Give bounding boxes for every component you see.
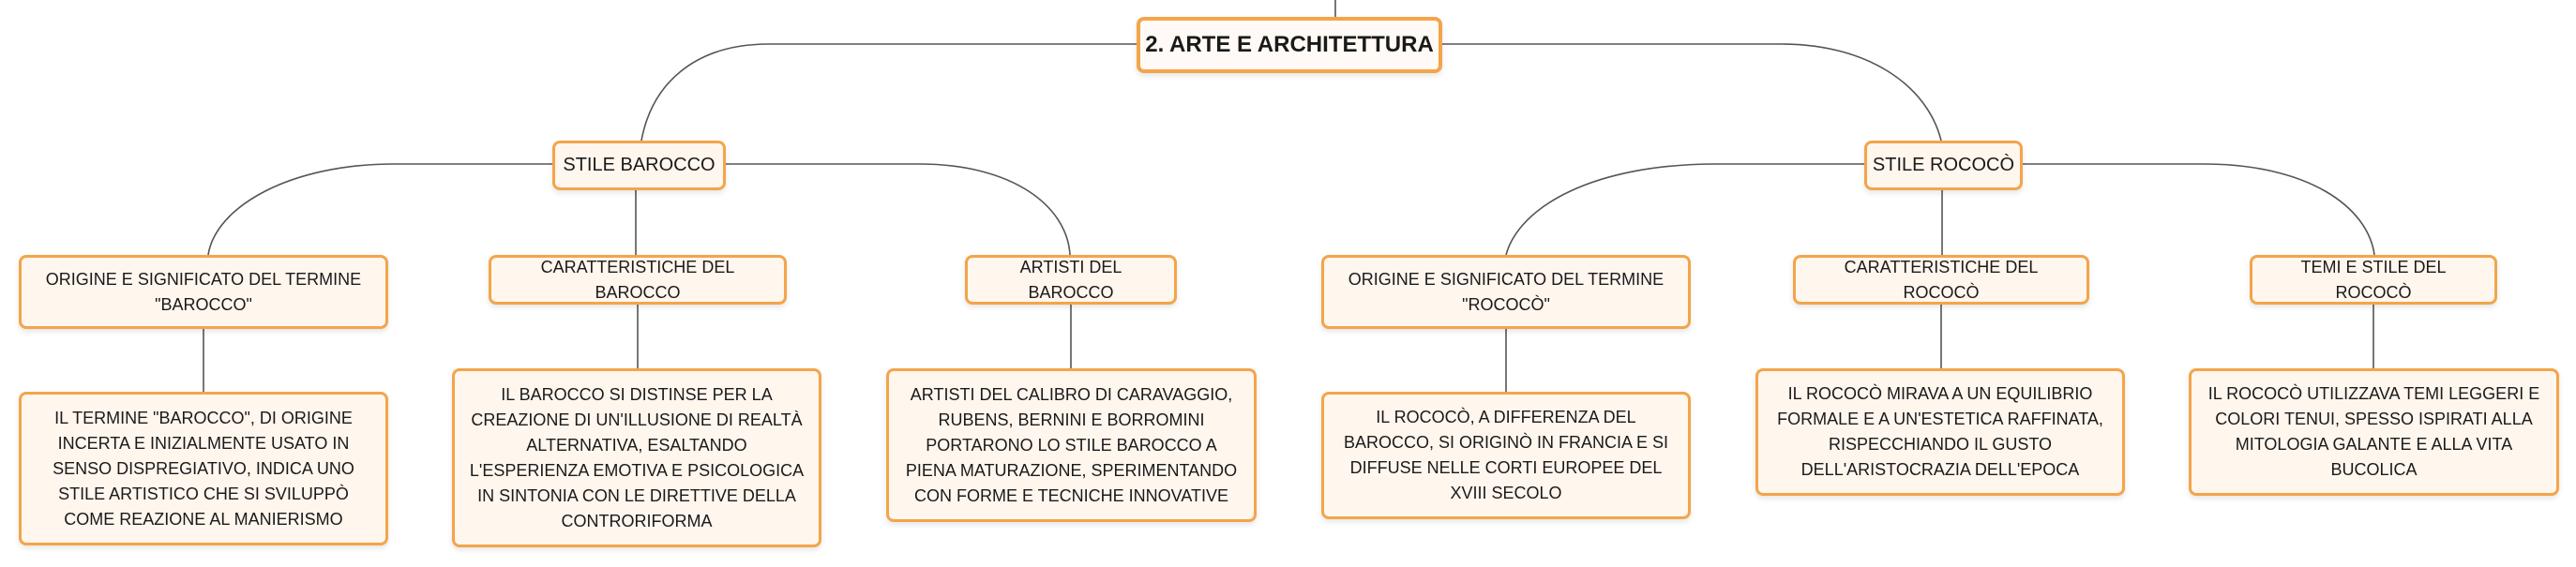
detail-text: IL TERMINE "BAROCCO", DI ORIGINE INCERTA… (53, 408, 354, 529)
connector-root-rococo (1442, 43, 1942, 142)
connector-root-barocco (640, 43, 1137, 142)
detail-node-artisti-barocco[interactable]: ARTISTI DEL CALIBRO DI CARAVAGGIO, RUBEN… (886, 368, 1257, 522)
detail-node-caratteristiche-barocco[interactable]: IL BAROCCO SI DISTINSE PER LA CREAZIONE … (452, 368, 821, 547)
connector-rococo-temi (2023, 163, 2375, 256)
topic-node-caratteristiche-barocco[interactable]: CARATTERISTICHE DEL BAROCCO (489, 255, 787, 305)
topic-label: ORIGINE E SIGNIFICATO DEL TERMINE "BAROC… (45, 270, 362, 314)
branch-label: STILE ROCOCÒ (1872, 155, 2015, 175)
topic-label: TEMI E STILE DEL ROCOCÒ (2300, 258, 2447, 302)
root-label: 2. ARTE E ARCHITETTURA (1145, 32, 1434, 57)
topic-node-origine-rococo[interactable]: ORIGINE E SIGNIFICATO DEL TERMINE "ROCOC… (1321, 255, 1691, 329)
detail-node-origine-rococo[interactable]: IL ROCOCÒ, A DIFFERENZA DEL BAROCCO, SI … (1321, 392, 1691, 519)
topic-node-caratteristiche-rococo[interactable]: CARATTERISTICHE DEL ROCOCÒ (1793, 255, 2089, 305)
detail-text: IL ROCOCÒ, A DIFFERENZA DEL BAROCCO, SI … (1343, 408, 1669, 502)
root-node[interactable]: 2. ARTE E ARCHITETTURA (1137, 17, 1442, 73)
detail-text: IL ROCOCÒ MIRAVA A UN EQUILIBRIO FORMALE… (1777, 384, 2103, 479)
detail-text: IL ROCOCÒ UTILIZZAVA TEMI LEGGERI E COLO… (2207, 384, 2540, 479)
connector-rococo-origine (1505, 163, 1864, 256)
branch-label: STILE BAROCCO (563, 155, 716, 175)
detail-node-origine-barocco[interactable]: IL TERMINE "BAROCCO", DI ORIGINE INCERTA… (19, 392, 388, 545)
detail-node-temi-rococo[interactable]: IL ROCOCÒ UTILIZZAVA TEMI LEGGERI E COLO… (2189, 368, 2559, 496)
connector-barocco-origine (207, 163, 552, 256)
detail-node-caratteristiche-rococo[interactable]: IL ROCOCÒ MIRAVA A UN EQUILIBRIO FORMALE… (1755, 368, 2125, 496)
topic-label: ORIGINE E SIGNIFICATO DEL TERMINE "ROCOC… (1348, 270, 1665, 314)
topic-label: CARATTERISTICHE DEL BAROCCO (540, 258, 735, 302)
topic-node-temi-rococo[interactable]: TEMI E STILE DEL ROCOCÒ (2250, 255, 2497, 305)
topic-node-artisti-barocco[interactable]: ARTISTI DEL BAROCCO (965, 255, 1177, 305)
detail-text: ARTISTI DEL CALIBRO DI CARAVAGGIO, RUBEN… (905, 384, 1238, 505)
connector-barocco-artisti (726, 163, 1071, 256)
topic-node-origine-barocco[interactable]: ORIGINE E SIGNIFICATO DEL TERMINE "BAROC… (19, 255, 388, 329)
topic-label: CARATTERISTICHE DEL ROCOCÒ (1844, 258, 2039, 302)
branch-node-rococo[interactable]: STILE ROCOCÒ (1864, 141, 2023, 190)
topic-label: ARTISTI DEL BAROCCO (1019, 258, 1122, 302)
detail-text: IL BAROCCO SI DISTINSE PER LA CREAZIONE … (469, 384, 805, 530)
branch-node-barocco[interactable]: STILE BAROCCO (552, 141, 726, 190)
